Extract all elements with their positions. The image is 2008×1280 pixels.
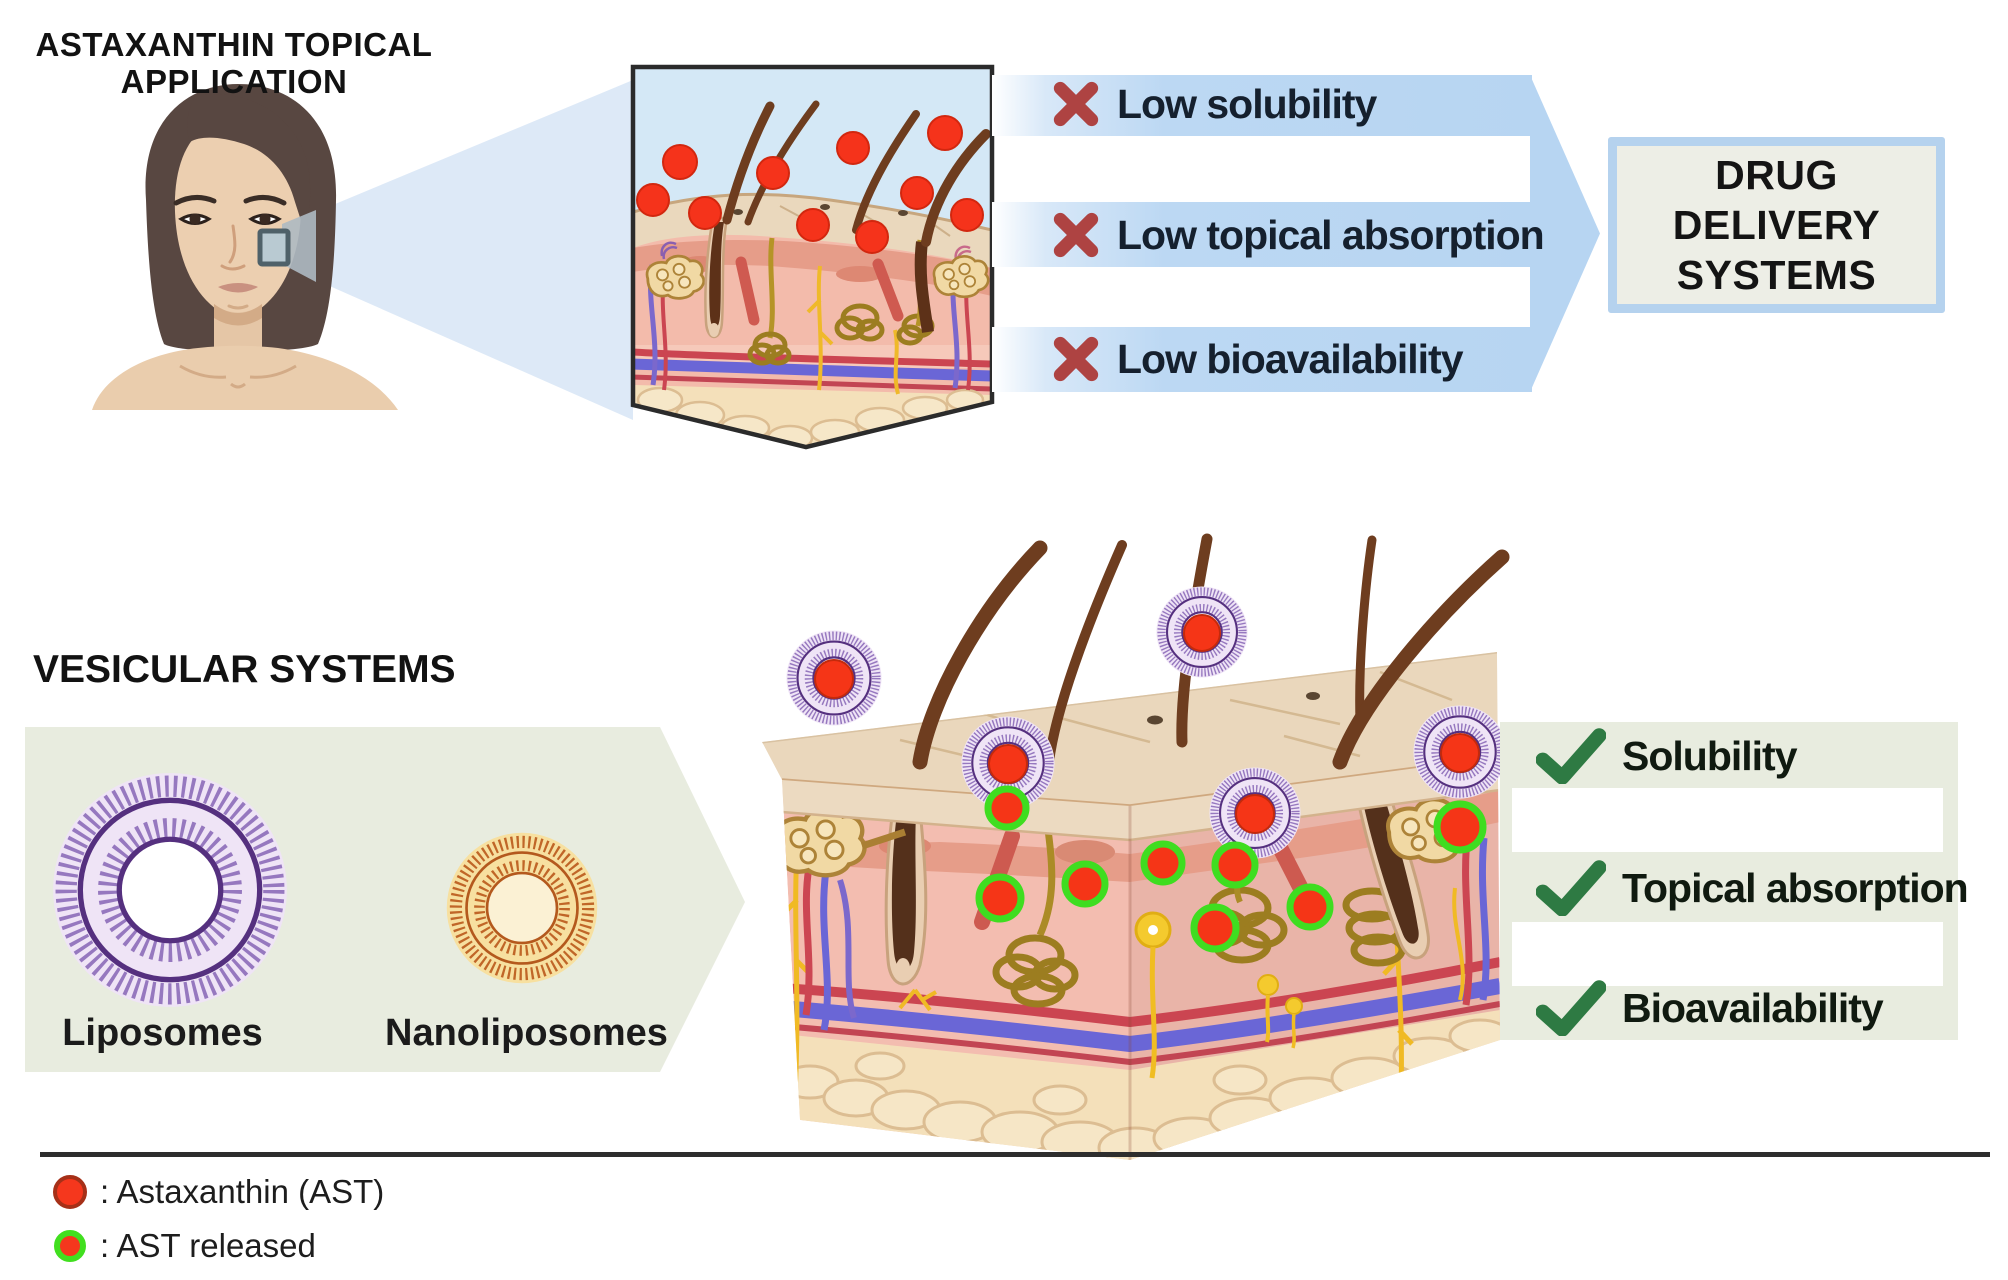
cross-icon <box>1053 212 1099 258</box>
astaxanthin-dot-icon <box>53 1175 87 1209</box>
legend-item-ast-released: : AST released <box>50 1226 316 1266</box>
ast-released-dots <box>975 785 1487 953</box>
benefit-label: Solubility <box>1622 732 1797 779</box>
cross-icon <box>1053 81 1099 127</box>
dds-line1: DRUG <box>1715 152 1838 198</box>
liposome-diagram <box>53 773 287 1007</box>
problem-label: Low solubility <box>1117 80 1377 127</box>
check-icon <box>1536 860 1606 916</box>
face-illustration <box>92 84 398 410</box>
dds-line2: DELIVERY <box>1672 202 1881 248</box>
benefits-panel-gap <box>1512 788 1943 852</box>
nanoliposomes-label: Nanoliposomes <box>385 1012 668 1054</box>
legend-item-astaxanthin: : Astaxanthin (AST) <box>50 1172 384 1212</box>
benefit-row: Solubility <box>1536 728 1797 784</box>
vesicular-systems-title: VESICULAR SYSTEMS <box>33 648 456 691</box>
vesicular-panel <box>25 727 745 1072</box>
cross-icon <box>1053 336 1099 382</box>
skin-box-plain <box>630 64 995 450</box>
problem-row: Low bioavailability <box>1052 335 1464 383</box>
legend-label: : Astaxanthin (AST) <box>100 1173 385 1210</box>
benefit-label: Topical absorption <box>1622 864 1969 911</box>
skin-block-vesicular <box>762 533 1510 1160</box>
benefits-panel-gap <box>1512 922 1943 986</box>
liposomes-label: Liposomes <box>62 1012 263 1054</box>
problem-label: Low topical absorption <box>1117 211 1545 258</box>
legend-label: : AST released <box>100 1227 316 1264</box>
dds-line3: SYSTEMS <box>1676 252 1877 298</box>
page-title-line2: APPLICATION <box>120 63 348 100</box>
page-title-line1: ASTAXANTHIN TOPICAL <box>35 26 433 63</box>
benefits-panel <box>1500 722 1958 1040</box>
problem-row: Low solubility <box>1052 80 1377 128</box>
ast-released-dot-icon <box>54 1230 86 1262</box>
cheek-patch <box>257 228 291 267</box>
check-icon <box>1536 728 1606 784</box>
benefit-row: Bioavailability <box>1536 980 1884 1036</box>
drug-delivery-systems-box: DRUG DELIVERY SYSTEMS <box>1608 137 1945 313</box>
astaxanthin-dots <box>636 115 984 254</box>
nanoliposome-diagram <box>447 833 597 983</box>
check-icon <box>1536 980 1606 1036</box>
problem-label: Low bioavailability <box>1117 335 1464 382</box>
benefit-label: Bioavailability <box>1622 984 1884 1031</box>
benefit-row: Topical absorption <box>1536 860 1969 916</box>
cheek-application-smear <box>282 210 316 282</box>
page-title: ASTAXANTHIN TOPICAL APPLICATION <box>34 26 434 100</box>
problem-row: Low topical absorption <box>1052 211 1545 259</box>
application-cone <box>316 80 633 420</box>
legend-divider <box>40 1152 1990 1157</box>
liposome-free <box>786 586 1247 725</box>
liposome-on-skin <box>961 705 1506 858</box>
